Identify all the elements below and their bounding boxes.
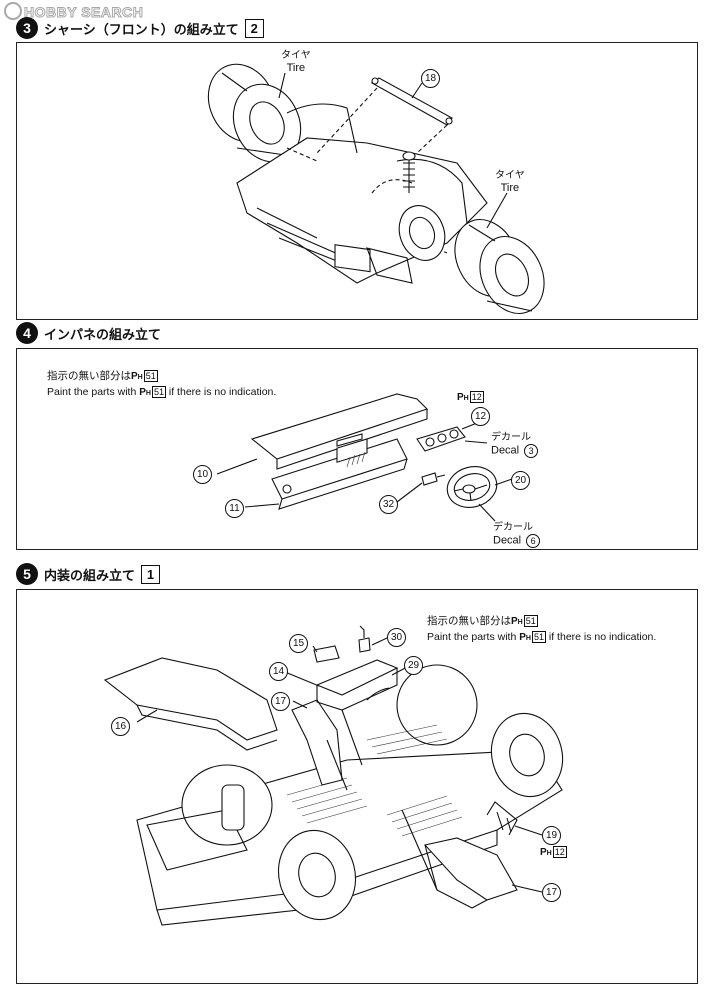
chassis-front-diagram [207,63,545,314]
step-5-header: 5 内装の組み立て 1 [16,563,161,585]
hobby-search-watermark: HOBBY SEARCH [4,2,143,21]
part-callout-20: 20 [511,471,530,490]
part-callout-14: 14 [269,662,288,681]
part-callout-15: 15 [289,634,308,653]
step-5-title: 内装の組み立て [44,568,136,584]
step-number-4: 4 [16,322,38,344]
part-callout-12: 12 [471,407,490,426]
part-callout-17-lower: 17 [542,883,561,902]
watermark-logo-icon [4,2,22,20]
step-4-title: インパネの組み立て [44,327,162,343]
interior-assembly-diagram [103,625,564,926]
part-callout-32: 32 [379,495,398,514]
instrument-panel-diagram [216,393,513,522]
part-callout-19: 19 [542,826,561,845]
part-callout-17-upper: 17 [271,692,290,711]
step-number-5: 5 [16,563,38,585]
decal-6-label: デカール Decal 6 [493,521,541,548]
part-callout-18: 18 [421,69,440,88]
step-3-header: 3 シャーシ（フロント）の組み立て 2 [16,17,264,39]
tire-label-top: タイヤ Tire [281,50,311,74]
right-tire-drawing [454,219,545,314]
step-4-header: 4 インパネの組み立て [16,322,161,344]
left-tire-drawing [207,63,302,163]
part-callout-30: 30 [387,628,406,647]
part-callout-10: 10 [193,465,212,484]
part-callout-11: 11 [225,499,244,518]
step-3-ref-box: 2 [244,18,264,38]
tire-label-right: タイヤ Tire [495,170,525,194]
step-number-3: 3 [16,17,38,39]
step-3-panel: タイヤ Tire タイヤ Tire 18 [16,42,698,320]
part-callout-16: 16 [111,717,130,736]
step-5-ref-box: 1 [141,564,161,584]
part-callout-29: 29 [404,656,423,675]
step-3-title: シャーシ（フロント）の組み立て [44,22,239,38]
decal-3-label: デカール Decal 3 [491,431,539,458]
